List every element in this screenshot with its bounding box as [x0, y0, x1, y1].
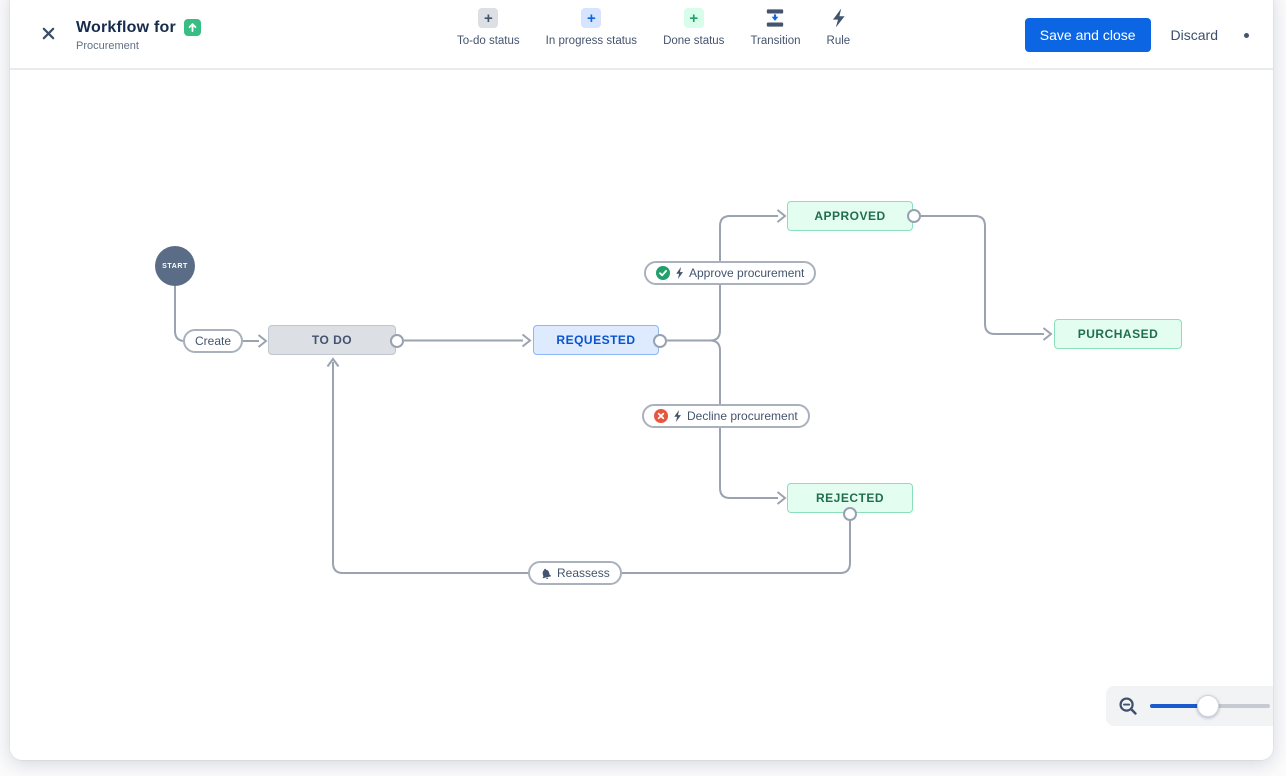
lightning-icon	[673, 410, 682, 422]
close-icon	[41, 26, 56, 44]
lightning-icon	[675, 267, 684, 279]
zoom-control	[1106, 686, 1273, 726]
zoom-slider-fill	[1150, 704, 1208, 708]
transition-icon	[764, 8, 786, 28]
add-inprogress-status-button[interactable]: + In progress status	[546, 8, 637, 47]
transition-decline-procurement[interactable]: Decline procurement	[642, 404, 810, 428]
check-circle-icon	[656, 266, 670, 280]
tool-label: Transition	[750, 35, 801, 47]
transition-approve-procurement[interactable]: Approve procurement	[644, 261, 817, 285]
add-rule-button[interactable]: Rule	[826, 8, 851, 47]
transition-create[interactable]: Create	[183, 329, 244, 353]
plus-icon: +	[478, 8, 499, 28]
add-todo-status-button[interactable]: + To-do status	[457, 8, 520, 47]
status-label: PURCHASED	[1077, 327, 1159, 341]
transition-label: Approve procurement	[689, 266, 805, 280]
plus-icon: +	[683, 8, 704, 28]
editor-header: Workflow for Procurement + To-do status …	[10, 0, 1273, 70]
add-done-status-button[interactable]: + Done status	[663, 8, 724, 47]
tool-label: In progress status	[545, 35, 638, 47]
plus-icon: +	[581, 8, 602, 28]
tool-label: Done status	[663, 35, 725, 47]
port-requested-right[interactable]	[653, 333, 667, 348]
transition-label: Decline procurement	[687, 409, 798, 423]
status-label: REQUESTED	[556, 333, 636, 347]
workflow-canvas[interactable]: START TO DO REQUESTED APPROVED PURCHASED…	[10, 70, 1273, 760]
status-node-todo[interactable]: TO DO	[268, 325, 396, 355]
port-rejected-bottom[interactable]	[843, 507, 857, 521]
page-title: Workflow for	[76, 18, 176, 36]
workflow-up-arrow-icon	[183, 19, 201, 36]
zoom-slider-thumb[interactable]	[1197, 695, 1219, 717]
discard-button[interactable]: Discard	[1170, 27, 1218, 43]
port-todo-right[interactable]	[390, 333, 404, 348]
header-actions: Save and close Discard	[1024, 18, 1249, 52]
editor-toolbar: + To-do status + In progress status + Do…	[457, 8, 850, 47]
status-label: TO DO	[311, 333, 353, 347]
transition-label: Create	[195, 334, 232, 348]
start-node-label: START	[162, 262, 188, 270]
workflow-subtitle: Procurement	[76, 39, 139, 52]
tool-label: To-do status	[457, 35, 520, 47]
lightning-icon	[830, 8, 847, 28]
close-button[interactable]	[34, 21, 62, 49]
save-and-close-button[interactable]: Save and close	[1024, 18, 1151, 52]
transition-label: Reassess	[557, 566, 610, 580]
workflow-editor-window: Workflow for Procurement + To-do status …	[10, 0, 1273, 760]
title-block: Workflow for Procurement	[76, 19, 201, 52]
tool-label: Rule	[826, 35, 851, 47]
status-label: REJECTED	[815, 491, 884, 505]
bell-icon	[540, 567, 552, 580]
status-node-purchased[interactable]: PURCHASED	[1054, 319, 1182, 349]
status-node-approved[interactable]: APPROVED	[787, 201, 913, 231]
transition-reassess[interactable]: Reassess	[528, 561, 622, 585]
zoom-out-icon[interactable]	[1118, 696, 1139, 717]
cross-circle-icon	[654, 409, 668, 423]
status-label: APPROVED	[814, 209, 886, 223]
overflow-dot	[1244, 32, 1249, 38]
port-approved-right[interactable]	[907, 209, 921, 223]
start-node[interactable]: START	[155, 246, 195, 286]
zoom-slider[interactable]	[1150, 695, 1270, 717]
add-transition-button[interactable]: Transition	[750, 8, 801, 47]
status-node-requested[interactable]: REQUESTED	[533, 325, 659, 355]
